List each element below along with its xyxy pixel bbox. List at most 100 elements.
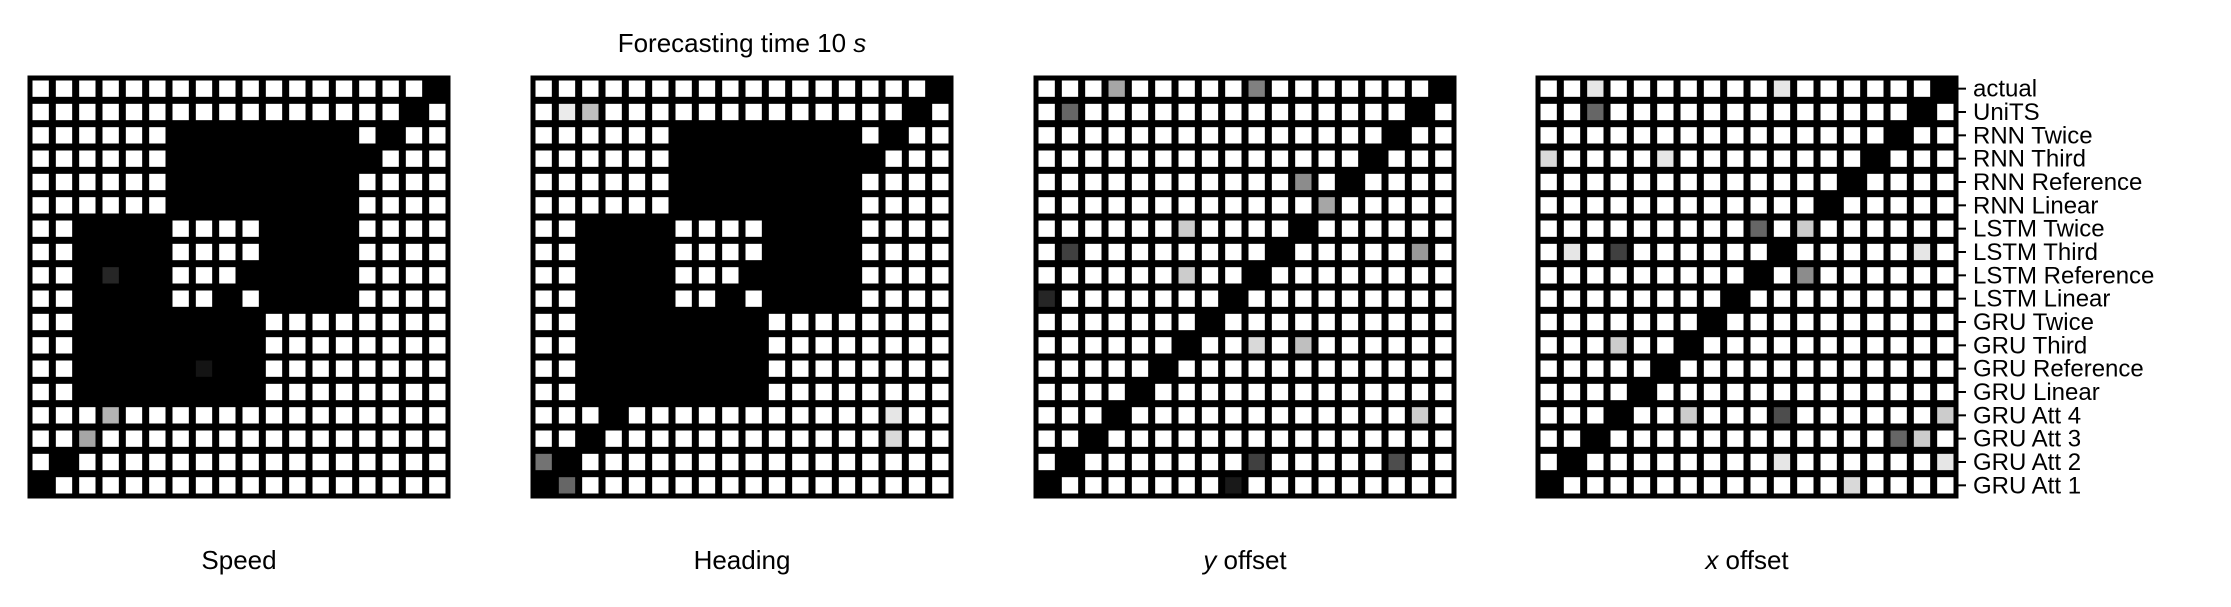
heatmap-cell [1820, 453, 1837, 471]
heatmap-cell [1633, 477, 1651, 494]
heatmap-cell [1365, 407, 1382, 424]
heatmap-cell-significant [192, 310, 216, 334]
heatmap-cell [1365, 383, 1382, 401]
heatmap-cell-significant [882, 123, 906, 147]
heatmap-cell [815, 337, 832, 354]
heatmap-cell-significant [122, 263, 146, 287]
heatmap-cell [1913, 243, 1931, 261]
heatmap-cell [1540, 337, 1557, 354]
heatmap-cell [1820, 360, 1837, 377]
heatmap-cell [149, 127, 166, 144]
heatmap-cell [1703, 80, 1721, 97]
heatmap-cell [1388, 453, 1405, 471]
heatmap-cell-significant [578, 310, 602, 334]
heatmap-cell [1388, 80, 1405, 97]
heatmap-cell [1773, 267, 1791, 284]
heatmap-cell [675, 220, 692, 237]
heatmap-cell [1295, 173, 1312, 191]
heatmap-cell [429, 197, 446, 214]
heatmap-cell [1435, 430, 1452, 447]
heatmap-cell [1890, 407, 1907, 424]
heatmap-cell [582, 150, 599, 167]
heatmap-cell [558, 383, 576, 401]
heatmap-cell [862, 453, 879, 471]
heatmap-cell [1633, 430, 1651, 447]
heatmap-cell [172, 430, 189, 447]
heatmap-cell [1061, 243, 1079, 261]
heatmap-cell-significant [835, 240, 859, 264]
heatmap-cell-significant [578, 333, 602, 357]
heatmap-cell-significant [262, 217, 286, 241]
heatmap-cell [1318, 360, 1335, 377]
heatmap-cell [1773, 453, 1791, 471]
heatmap-cell [1773, 290, 1791, 307]
heatmap-cell [1085, 173, 1102, 191]
heatmap-cell [1913, 430, 1931, 447]
heatmap-cell [1773, 360, 1791, 377]
heatmap-cell [1563, 150, 1581, 167]
heatmap-cell [652, 127, 669, 144]
heatmap-cell [558, 337, 576, 354]
heatmap-cell-significant [835, 287, 859, 311]
heatmap-cell [1843, 150, 1861, 167]
heatmap-cell [1271, 453, 1289, 471]
heatmap-cell [1131, 127, 1149, 144]
heatmap-cell [359, 220, 376, 237]
heatmap-cell-significant [192, 193, 216, 217]
heatmap-cell [219, 243, 236, 261]
heatmap-cell-significant [928, 77, 952, 101]
heatmap-cell [1797, 173, 1814, 191]
heatmap-cell [1890, 337, 1907, 354]
panel-label-italic: x [1703, 545, 1719, 575]
heatmap-cell [582, 407, 599, 424]
heatmap-cell [242, 430, 259, 447]
heatmap-cell [1937, 383, 1954, 401]
heatmap-cell [1587, 477, 1604, 494]
chart-title: Forecasting time 10 s [618, 28, 867, 58]
heatmap-cell [1341, 290, 1359, 307]
y-tick-label: RNN Reference [1973, 169, 2142, 196]
heatmap-cell [1750, 383, 1767, 401]
heatmap-cell [1867, 290, 1884, 307]
heatmap-cell [79, 127, 96, 144]
heatmap-cell [1248, 360, 1265, 377]
heatmap-cell [1820, 243, 1837, 261]
heatmap-cell [722, 453, 739, 471]
heatmap-cell [55, 337, 73, 354]
heatmap-cell [885, 477, 902, 494]
heatmap-cell [862, 267, 879, 284]
heatmap-cell [908, 407, 926, 424]
y-tick-label: UniTS [1973, 99, 2040, 126]
heatmap-cell [1587, 383, 1604, 401]
heatmap-cell [1657, 127, 1674, 144]
heatmap-cell [1248, 453, 1265, 471]
heatmap-cell [1937, 127, 1954, 144]
heatmap-cell [1797, 337, 1814, 354]
heatmap-cell [405, 453, 423, 471]
heatmap-cell [1435, 477, 1452, 494]
heatmap-cell [1131, 243, 1149, 261]
heatmap-cell-significant [192, 147, 216, 171]
heatmap-cell [1318, 220, 1335, 237]
heatmap-cell [1657, 313, 1674, 331]
heatmap-cell [1178, 477, 1195, 494]
heatmap-cell [1248, 383, 1265, 401]
panel-speed: Speed [27, 75, 451, 575]
heatmap-cell-significant [812, 217, 836, 241]
heatmap-cell-significant [788, 240, 812, 264]
heatmap-cell [335, 407, 353, 424]
heatmap-cell [605, 150, 622, 167]
heatmap-cell-significant [332, 287, 356, 311]
heatmap-cell [1913, 383, 1931, 401]
heatmap-cell [1797, 80, 1814, 97]
heatmap-cell [1248, 150, 1265, 167]
heatmap-cell [1703, 150, 1721, 167]
heatmap-cell-significant [262, 263, 286, 287]
heatmap-cell [1341, 150, 1359, 167]
heatmap-cell [885, 197, 902, 214]
heatmap-cell [125, 103, 143, 121]
heatmap-cell-significant [602, 217, 626, 241]
heatmap-cell [265, 407, 283, 424]
heatmap-cell [32, 360, 49, 377]
heatmap-cell [1820, 220, 1837, 237]
